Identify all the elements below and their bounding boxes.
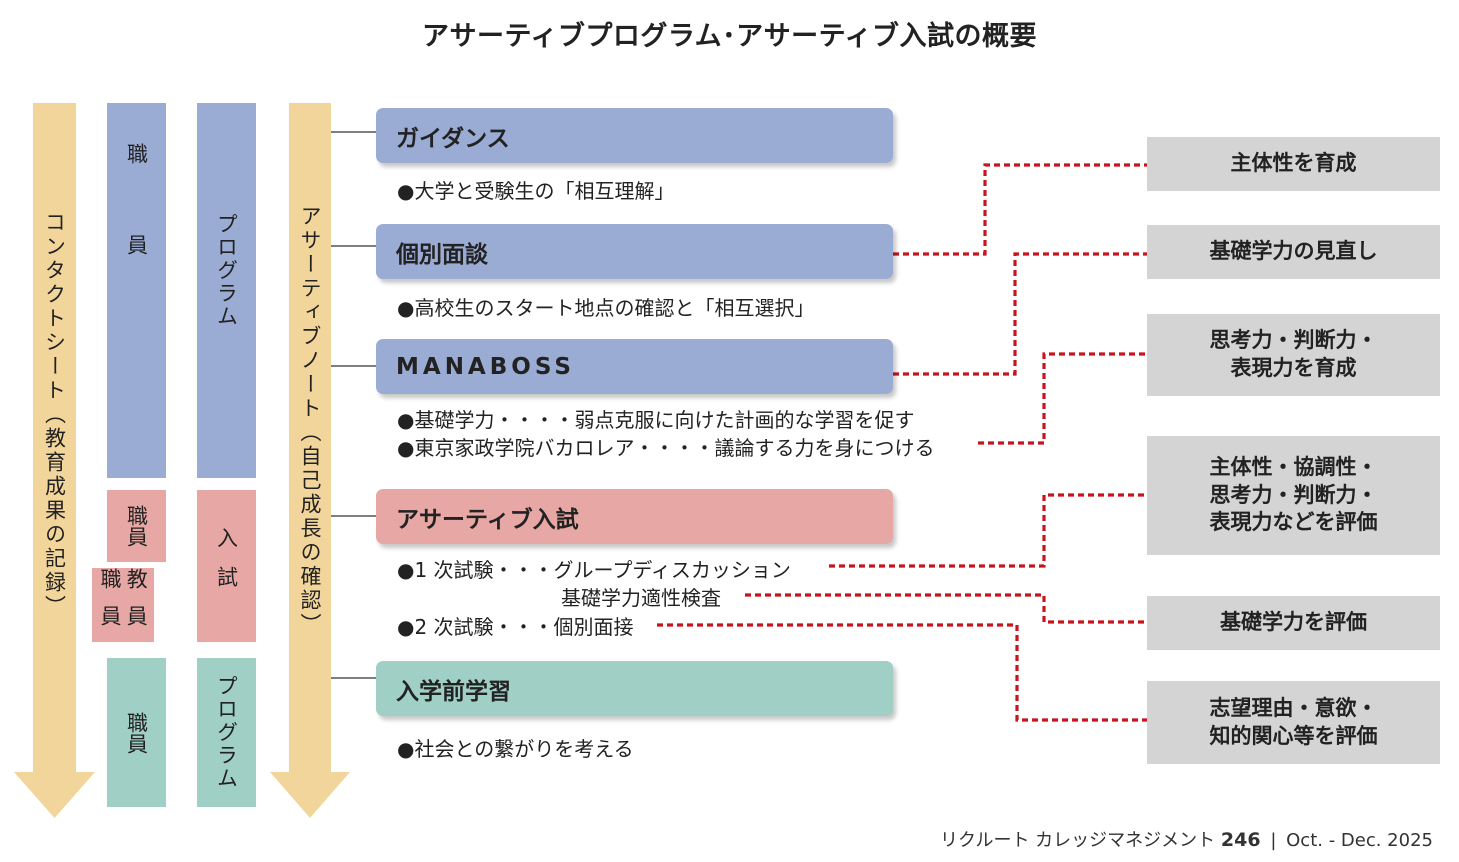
staff-bar-mid: 職員 bbox=[107, 490, 166, 562]
link-interview-motivation bbox=[657, 623, 1147, 722]
staff-bar-bottom: 職員 bbox=[107, 658, 166, 807]
result-motivation-eval: 志望理由・意欲・ 知的関心等を評価 bbox=[1147, 681, 1440, 764]
faculty-staff-label-2: 員員 bbox=[98, 605, 149, 626]
step-manaboss-bullet-2: ●東京家政学院バカロレア・・・・議論する力を身につける bbox=[397, 436, 935, 460]
page-title: アサーティブプログラム･アサーティブ入試の概要 bbox=[422, 21, 1037, 52]
step-exam-heading: アサーティブ入試 bbox=[376, 489, 893, 544]
step-manaboss-heading: MANABOSS bbox=[376, 339, 893, 394]
footer-issue: 246 bbox=[1220, 829, 1261, 851]
faculty-staff-label-1: 教職 bbox=[98, 568, 149, 589]
assertive-note-arrow bbox=[270, 103, 350, 818]
footer-publication: リクルート カレッジマネジメント bbox=[939, 830, 1216, 851]
exam-bar: 入試 bbox=[197, 490, 256, 642]
assertive-note-label: アサーティブノート（自己成長の確認） bbox=[298, 205, 322, 637]
result-basic-eval: 基礎学力を評価 bbox=[1147, 596, 1440, 650]
step-exam-bullet-1b: 基礎学力適性検査 bbox=[561, 586, 721, 610]
program-bar-top: プログラム bbox=[197, 103, 256, 478]
step-pre-study-heading: 入学前学習 bbox=[376, 661, 893, 716]
result-basic-review: 基礎学力の見直し bbox=[1147, 225, 1440, 279]
step-exam-bullet-1: ●1 次試験・・・グループディスカッション bbox=[397, 558, 791, 582]
contact-sheet-arrow bbox=[14, 103, 95, 818]
staff-bar-top: 職員 bbox=[107, 103, 166, 478]
link-aptitude-evaluation bbox=[745, 593, 1147, 624]
step-guidance-heading: ガイダンス bbox=[376, 108, 893, 163]
link-baccalaureate-thinking bbox=[978, 352, 1147, 445]
result-competency-eval: 主体性・協調性・ 思考力・判断力・ 表現力などを評価 bbox=[1147, 436, 1440, 555]
step-exam-bullet-2: ●2 次試験・・・個別面接 bbox=[397, 615, 634, 639]
step-interview-bullet: ●高校生のスタート地点の確認と「相互選択」 bbox=[397, 296, 815, 320]
program-bar-bottom: プログラム bbox=[197, 658, 256, 807]
link-interview-autonomy bbox=[893, 163, 1147, 256]
step-pre-study-bullet: ●社会との繋がりを考える bbox=[397, 737, 634, 761]
footer-date: Oct. - Dec. 2025 bbox=[1286, 830, 1433, 851]
faculty-staff-bar: 教職員員 bbox=[92, 568, 154, 642]
result-autonomy: 主体性を育成 bbox=[1147, 137, 1440, 191]
footer-separator: | bbox=[1270, 830, 1277, 851]
step-guidance-bullet: ●大学と受験生の「相互理解」 bbox=[397, 179, 675, 203]
footer: リクルート カレッジマネジメント 246 | Oct. - Dec. 2025 bbox=[940, 826, 1433, 852]
link-gd-evaluation bbox=[829, 493, 1147, 568]
step-interview-heading: 個別面談 bbox=[376, 224, 893, 279]
step-manaboss-bullet-1: ●基礎学力・・・・弱点克服に向けた計画的な学習を促す bbox=[397, 408, 915, 432]
contact-sheet-label: コンタクトシート（教育成果の記録） bbox=[42, 211, 67, 619]
link-manaboss-basics bbox=[893, 252, 1147, 376]
result-thinking-develop: 思考力・判断力・ 表現力を育成 bbox=[1147, 314, 1440, 396]
